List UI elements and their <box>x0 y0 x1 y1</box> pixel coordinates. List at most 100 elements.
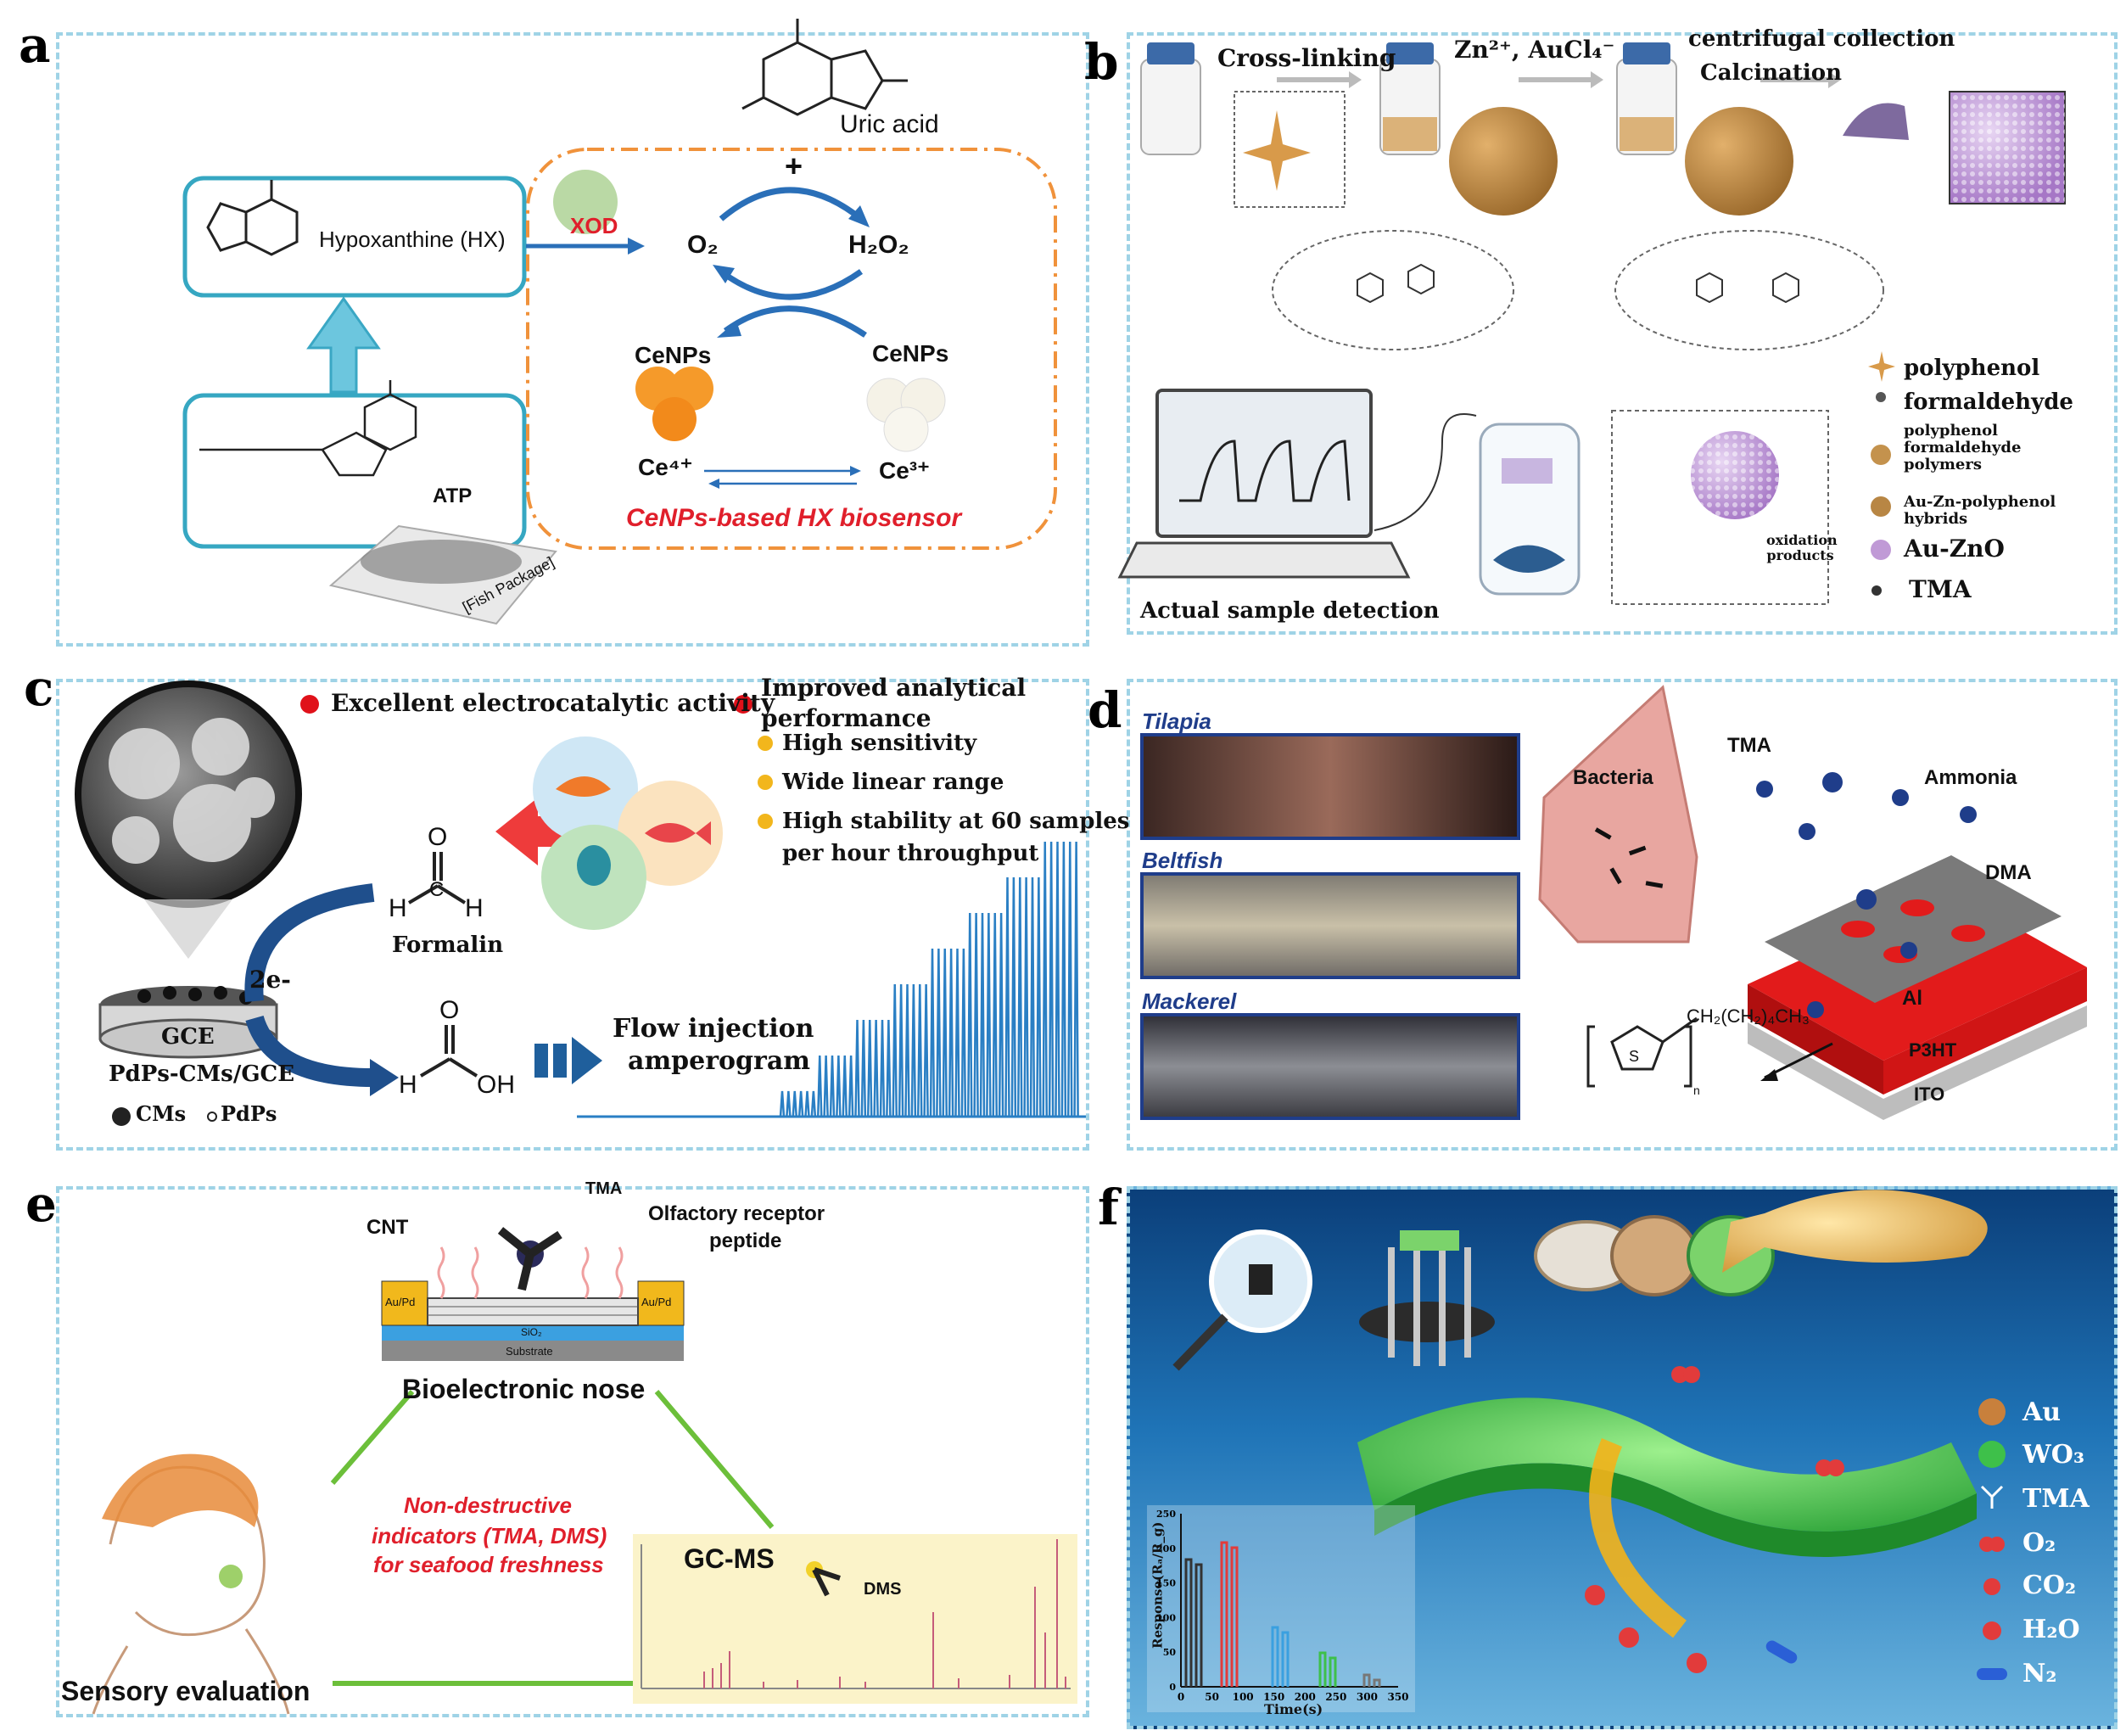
y-tick-label: 150 <box>1156 1578 1176 1589</box>
oxidation-products: oxidation products <box>1766 532 1838 563</box>
hx-box <box>182 176 527 298</box>
legend-auzno: Au-ZnO <box>1904 535 2005 563</box>
x-tick-label: 200 <box>1295 1691 1316 1703</box>
panel-a-label: a <box>19 16 51 74</box>
p3ht-formula: CH₂(CH₂)₄CH₃ <box>1687 1005 1810 1027</box>
red-arrow <box>495 798 585 865</box>
shrimp-icon <box>556 776 611 797</box>
beltfish-photo <box>1140 872 1520 979</box>
ito-label: ITO <box>1914 1084 1945 1105</box>
chart-xlabel: Time(s) <box>1264 1701 1323 1717</box>
acid-h: H <box>399 1071 417 1099</box>
legend-auzno-icon <box>1871 540 1891 560</box>
tube-au <box>1610 1215 1698 1296</box>
cenps-cycle-arrow <box>723 305 867 338</box>
atp-structure <box>199 380 417 477</box>
response-pulse <box>1318 1651 1337 1687</box>
legend-co2: CO₂ <box>2022 1571 2077 1600</box>
p3ht-structure <box>1586 1016 1698 1088</box>
legend-hybrid: Au-Zn-polyphenol hybrids <box>1904 493 2056 528</box>
yellow-croaker <box>1722 1190 1988 1273</box>
amperogram-label: amperogram <box>628 1046 811 1076</box>
indicators-line-2: indicators (TMA, DMS) <box>372 1523 607 1548</box>
point-performance: performance <box>761 704 932 732</box>
electrode-right <box>637 1280 685 1326</box>
amine-molecules <box>1756 772 1977 1018</box>
package-fish <box>361 540 522 584</box>
formalin-label: Formalin <box>392 932 504 958</box>
acid-oh: OH <box>477 1071 515 1099</box>
fish-beltfish: Beltfish <box>1142 848 1223 873</box>
ce4-label: Ce⁴⁺ <box>638 454 693 480</box>
point-electrocatalytic: Excellent electrocatalytic activity <box>331 689 775 717</box>
formic-acid-structure <box>419 1025 478 1078</box>
receptor-peptides <box>437 1246 624 1299</box>
sub-sensitivity: High sensitivity <box>782 731 977 756</box>
flow-injection-label: Flow injection <box>613 1014 814 1044</box>
response-pulse <box>1362 1673 1381 1687</box>
panel-f-label: f <box>1098 1179 1119 1236</box>
biosensor-caption: CeNPs-based HX biosensor <box>626 504 962 532</box>
atp-box <box>182 393 527 549</box>
legend-pdps: PdPs <box>221 1101 277 1126</box>
hx-label: Hypoxanthine (HX) <box>319 227 506 252</box>
fish-muscle <box>1538 685 1698 944</box>
substrate-label: Substrate <box>506 1345 553 1358</box>
h2o2-to-o2-arrow <box>719 269 864 300</box>
zoom-cone <box>144 899 232 959</box>
auzno-fragment <box>1843 103 1909 140</box>
legend-wo3-icon <box>1978 1441 2006 1468</box>
sub-stability: High stability at 60 samples <box>782 809 1130 834</box>
legend-tma-icon <box>1871 585 1882 596</box>
vial-3 <box>1616 42 1677 155</box>
formalin-h-left: H <box>389 894 407 922</box>
cnt-label: CNT <box>366 1216 409 1239</box>
sensor-chip <box>1502 458 1553 484</box>
dms-molecule <box>806 1561 841 1597</box>
x-tick-label: 0 <box>1178 1691 1184 1703</box>
hybrid-structure-ellipse <box>1614 230 1884 350</box>
polyphenol-star <box>1243 110 1311 191</box>
amperogram-peaks <box>779 841 1079 1117</box>
x-tick-label: 350 <box>1387 1691 1408 1703</box>
legend-polyphenol: polyphenol <box>1904 356 2040 381</box>
formalin-h-right: H <box>465 894 484 922</box>
bullet-yellow-2 <box>758 775 773 790</box>
x-tick-label: 100 <box>1233 1691 1254 1703</box>
hx-structure <box>206 180 299 256</box>
tilapia-photo <box>1140 733 1520 840</box>
x-tick-label: 250 <box>1325 1691 1346 1703</box>
sensing-tube <box>1400 1230 1459 1251</box>
y-tick-label: 100 <box>1156 1612 1176 1623</box>
wo3-nanosheet-edge <box>1374 1463 1977 1557</box>
tma-label-d: TMA <box>1727 734 1771 757</box>
y-tick-label: 200 <box>1156 1543 1176 1554</box>
legend-cms-icon <box>112 1107 131 1126</box>
substrate-layer <box>382 1341 684 1361</box>
gcms-label: GC-MS <box>684 1543 775 1574</box>
panel-e-label: e <box>25 1175 57 1233</box>
step-crosslinking: Cross-linking <box>1217 44 1396 72</box>
response-pulse <box>1220 1541 1239 1687</box>
al-layer <box>1765 855 2062 1003</box>
fish-icon <box>645 821 711 845</box>
legend-tma-icon-f <box>1980 1485 2004 1509</box>
legend-formaldehyde-icon <box>1876 392 1886 402</box>
legend-formaldehyde: formaldehyde <box>1904 389 2073 415</box>
panel-c-label: c <box>24 659 54 717</box>
p3ht-label: P3HT <box>1909 1039 1957 1061</box>
bullet-red-2 <box>734 695 752 714</box>
sio2-label: SiO₂ <box>521 1326 542 1338</box>
aupd-left: Au/Pd <box>385 1296 416 1308</box>
up-arrow <box>306 296 381 394</box>
magnifier-handle <box>1172 1313 1228 1371</box>
sio2-layer <box>382 1325 684 1341</box>
fish-mackerel: Mackerel <box>1142 988 1237 1014</box>
legend-cms: CMs <box>136 1101 187 1126</box>
legend-pdps-icon <box>207 1112 217 1122</box>
